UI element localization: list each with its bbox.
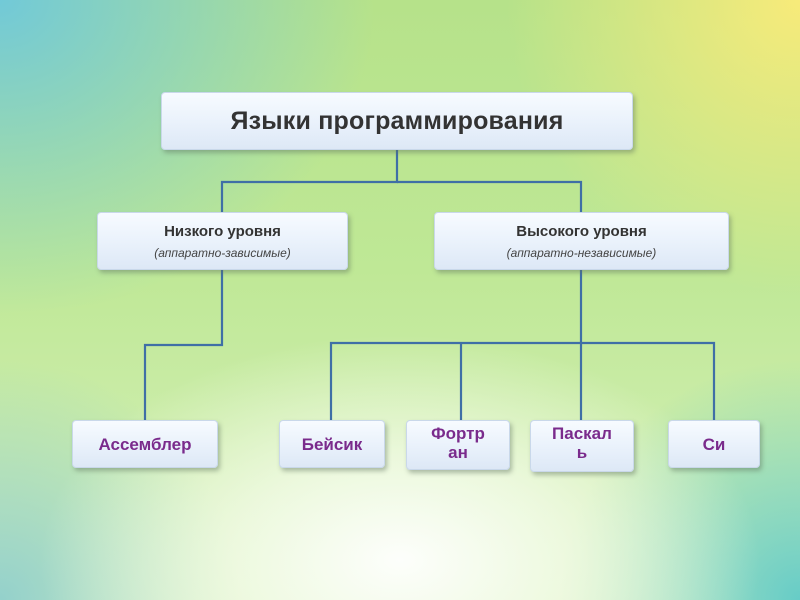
language-node-assembler: Ассемблер (72, 420, 218, 468)
connector-root-to-high (397, 180, 583, 212)
connector-low-to-assembler (143, 270, 224, 420)
language-label-pascal: Паскаль (552, 424, 612, 462)
language-label-assembler: Ассемблер (98, 434, 192, 454)
language-node-basic: Бейсик (279, 420, 385, 468)
language-label-basic: Бейсик (301, 434, 363, 454)
language-label-c: Си (702, 434, 726, 454)
language-node-c: Си (668, 420, 760, 468)
group-high-level-subtitle: (аппаратно-независимые) (506, 246, 657, 260)
group-high-level-title: Высокого уровня (516, 223, 647, 240)
language-node-pascal: Паскаль (530, 420, 634, 472)
group-low-level-title: Низкого уровня (164, 223, 281, 240)
root-node: Языки программирования (161, 92, 633, 150)
connector-high-bus (329, 341, 716, 420)
language-node-fortran: Фортран (406, 420, 510, 470)
group-high-level: Высокого уровня (аппаратно-независимые) (434, 212, 729, 270)
group-low-level-subtitle: (аппаратно-зависимые) (154, 246, 291, 260)
language-label-fortran: Фортран (431, 424, 485, 462)
root-title: Языки программирования (230, 106, 564, 135)
connector-root-to-groups (220, 150, 399, 212)
group-low-level: Низкого уровня (аппаратно-зависимые) (97, 212, 348, 270)
